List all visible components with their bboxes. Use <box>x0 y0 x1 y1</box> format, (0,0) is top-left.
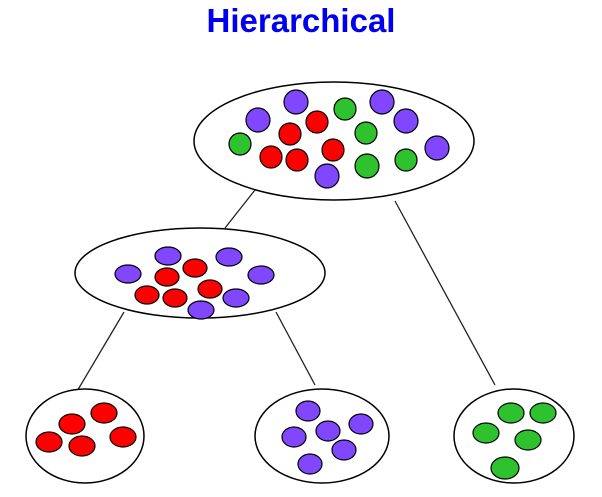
red-point <box>58 413 86 435</box>
red-point <box>35 431 63 453</box>
red-point <box>321 138 345 162</box>
cluster-green <box>453 388 575 484</box>
purple-point <box>114 264 142 284</box>
purple-point <box>222 288 250 308</box>
green-point <box>394 148 418 172</box>
red-point <box>90 402 118 424</box>
cluster-red-purple <box>74 227 326 320</box>
diagram-title: Hierarchical <box>206 2 396 39</box>
green-point <box>490 456 520 480</box>
cluster-purple <box>254 388 390 484</box>
purple-point <box>393 108 419 134</box>
green-point <box>529 402 557 424</box>
purple-point <box>283 89 309 115</box>
purple-point <box>314 163 340 189</box>
green-point <box>333 97 357 121</box>
green-point <box>497 402 525 424</box>
purple-point <box>348 413 374 435</box>
red-point <box>134 285 160 305</box>
purple-point <box>281 426 307 448</box>
red-point <box>197 279 223 299</box>
edge-root-to-red-purple <box>224 189 256 229</box>
purple-point <box>245 107 271 133</box>
green-point <box>514 429 542 451</box>
green-point <box>354 121 378 145</box>
cluster-red <box>25 388 145 484</box>
purple-point <box>187 300 215 320</box>
purple-point <box>247 265 275 285</box>
red-point <box>305 110 329 134</box>
purple-point <box>215 247 243 267</box>
purple-point <box>297 453 323 475</box>
red-point <box>285 148 309 172</box>
edge-red-purple-to-purple <box>275 311 316 386</box>
cluster-root <box>193 81 475 201</box>
purple-point <box>295 400 321 422</box>
red-point <box>259 145 283 169</box>
red-point <box>109 426 137 448</box>
red-point <box>182 258 208 278</box>
red-point <box>278 122 302 146</box>
purple-point <box>154 246 182 266</box>
purple-point <box>331 439 357 461</box>
red-point <box>68 435 96 457</box>
green-point <box>228 132 252 156</box>
purple-point <box>424 135 450 161</box>
green-point <box>354 153 380 179</box>
edge-root-to-green <box>394 200 496 386</box>
purple-point <box>369 89 395 115</box>
purple-point <box>315 420 341 442</box>
red-point <box>162 288 188 308</box>
red-point <box>154 267 180 287</box>
green-point <box>472 422 500 444</box>
edge-red-purple-to-red <box>75 311 125 394</box>
